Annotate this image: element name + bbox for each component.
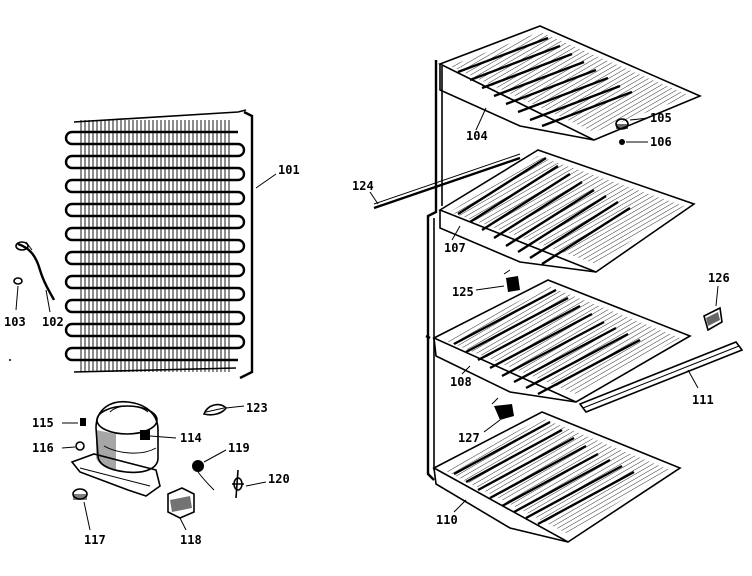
label-110: 110 — [436, 513, 458, 527]
label-102: 102 — [42, 315, 64, 329]
compressor-base — [70, 453, 161, 497]
drier-tube — [17, 242, 56, 301]
compressor-dome — [95, 400, 159, 474]
parts-105-106: 105 106 — [615, 111, 672, 149]
tube-124: 124 — [352, 153, 521, 210]
leader-125 — [475, 285, 505, 291]
leader-105 — [629, 117, 649, 121]
condenser-side-tube — [239, 110, 254, 380]
part-111-shape — [578, 341, 744, 413]
part-103-shape — [13, 277, 23, 285]
label-115: 115 — [32, 416, 54, 430]
leader-102 — [45, 289, 51, 313]
label-117: 117 — [84, 533, 106, 547]
frame-tube-left — [426, 60, 438, 481]
compressor-terminal — [140, 430, 150, 440]
label-124: 124 — [352, 179, 374, 193]
drier-fitting — [15, 241, 29, 251]
part-125: 125 — [452, 269, 520, 299]
compressor: 114 — [70, 400, 202, 497]
evaporator-shelf-108: 108 — [432, 279, 692, 403]
label-114: 114 — [180, 431, 202, 445]
leader-118 — [179, 517, 187, 531]
leader-119 — [203, 449, 227, 463]
evaporator-shelf-107: 107 — [438, 149, 696, 273]
part-116-shape — [75, 441, 85, 451]
label-116: 116 — [32, 441, 54, 455]
condenser-bottom-wire — [73, 367, 237, 373]
overload-119: 119 — [192, 441, 250, 491]
leader-111 — [687, 369, 699, 389]
part-106-shape — [619, 139, 625, 145]
part-127-shape — [494, 404, 514, 420]
evaporator-frame — [425, 60, 443, 481]
leader-101 — [255, 173, 277, 189]
leader-107 — [451, 225, 461, 241]
label-104: 104 — [466, 129, 488, 143]
part-125-shape — [506, 276, 520, 292]
leader-120 — [245, 481, 267, 487]
label-126: 126 — [708, 271, 730, 285]
label-118: 118 — [180, 533, 202, 547]
label-119: 119 — [228, 441, 250, 455]
part-126: 126 — [703, 271, 730, 332]
leader-117 — [83, 501, 91, 531]
label-108: 108 — [450, 375, 472, 389]
leader-114 — [149, 435, 177, 439]
leader-108 — [461, 365, 471, 375]
leader-103 — [15, 285, 19, 311]
grommet-parts: 115 116 117 — [32, 416, 106, 547]
leader-116 — [61, 446, 76, 449]
label-107: 107 — [444, 241, 466, 255]
part-115-shape — [80, 418, 86, 426]
leader-104 — [475, 107, 487, 131]
drier-assembly: 102 103 — [4, 241, 64, 329]
condenser-coil: 101 — [64, 109, 300, 380]
label-120: 120 — [268, 472, 290, 486]
part-127: 127 — [458, 397, 514, 445]
leader-127 — [483, 419, 501, 433]
label-106: 106 — [650, 135, 672, 149]
label-103: 103 — [4, 315, 26, 329]
leader-110 — [453, 499, 467, 513]
label-123: 123 — [246, 401, 268, 415]
relay-118: 118 — [167, 487, 202, 547]
part-126-shape — [703, 306, 723, 332]
label-105: 105 — [650, 111, 672, 125]
part-118-shape — [167, 487, 195, 519]
leader-123 — [225, 405, 245, 409]
leader-126 — [715, 285, 719, 307]
clamp-123: 123 — [202, 401, 268, 416]
bar-111: 111 — [578, 341, 744, 413]
label-111: 111 — [692, 393, 714, 407]
leader-124 — [369, 191, 379, 205]
evaporator-shelf-104: 104 — [437, 25, 703, 143]
label-127: 127 — [458, 431, 480, 445]
clip-120: 120 — [232, 469, 290, 499]
condenser-top-wire — [73, 109, 247, 123]
label-101: 101 — [278, 163, 300, 177]
label-125: 125 — [452, 285, 474, 299]
part-124-shape — [373, 156, 521, 210]
condenser-fins — [80, 120, 232, 372]
part-119-shape — [192, 460, 204, 472]
evaporator-shelf-110: 110 — [432, 411, 682, 543]
